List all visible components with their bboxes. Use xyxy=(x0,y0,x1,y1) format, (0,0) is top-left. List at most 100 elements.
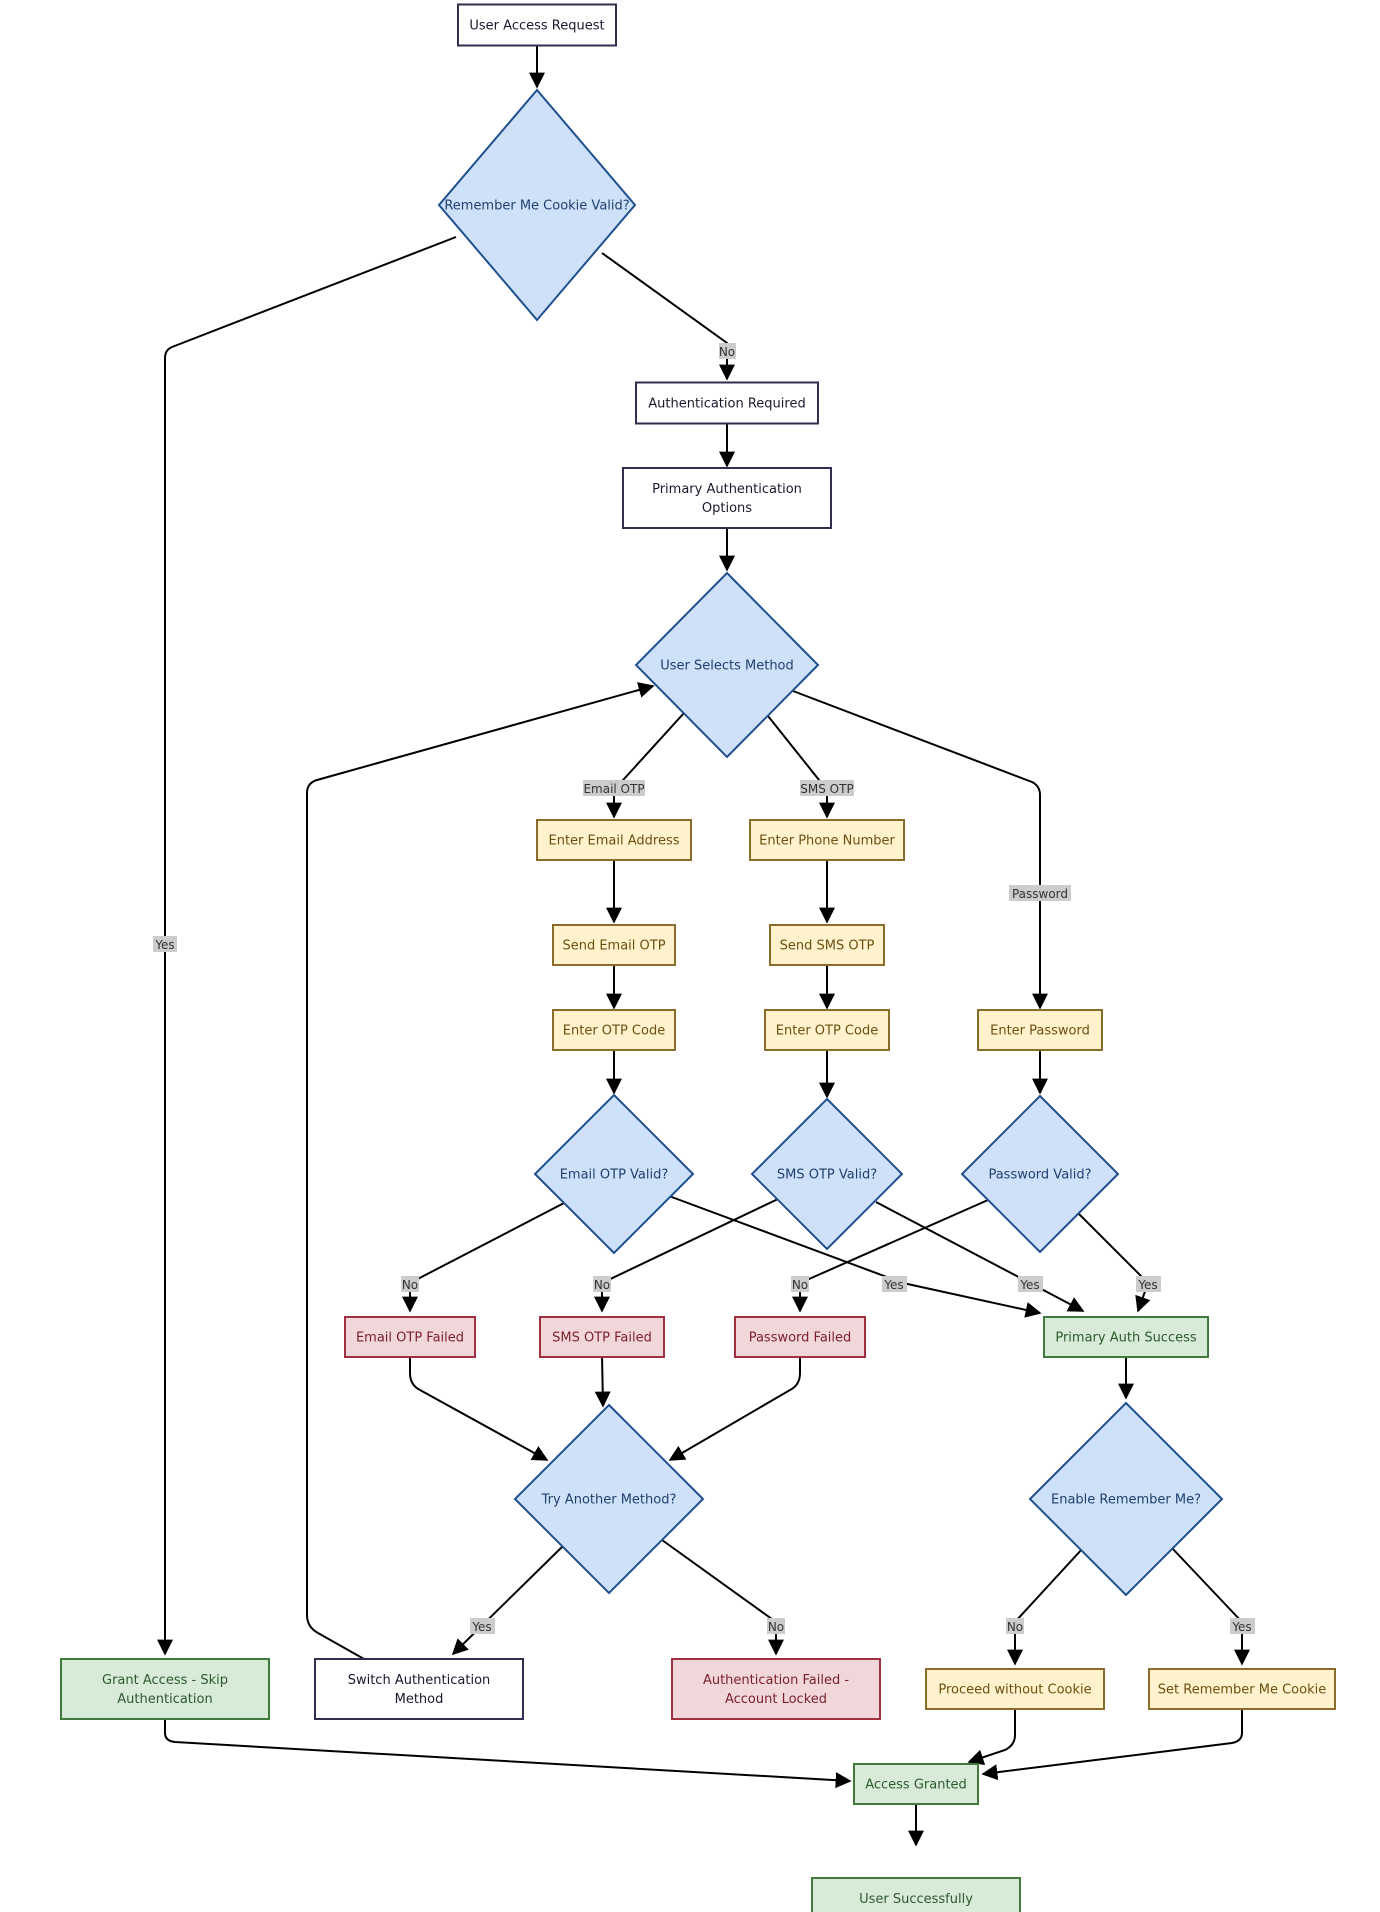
node-primary-success: Primary Auth Success xyxy=(1043,1316,1209,1358)
node-label: Enter OTP Code xyxy=(563,1024,665,1039)
node-label: Account Locked xyxy=(725,1692,827,1707)
edge-pw-failed-to-try xyxy=(668,1355,801,1461)
edge-switch-to-select xyxy=(306,682,655,1660)
edge-set-cookie-to-access xyxy=(981,1707,1243,1781)
node-label: SMS OTP Failed xyxy=(552,1331,652,1346)
node-label: Options xyxy=(702,501,752,516)
node-label: Remember Me Cookie Valid? xyxy=(444,199,629,214)
node-auth-failed: Authentication Failed - Account Locked xyxy=(671,1658,881,1720)
node-label: Try Another Method? xyxy=(541,1493,677,1508)
edge-remember-no xyxy=(1007,1547,1084,1666)
edge-label-sms-no: No xyxy=(593,1276,611,1292)
node-shape xyxy=(314,1658,524,1720)
node-label: Enable Remember Me? xyxy=(1051,1493,1201,1508)
node-select-method: User Selects Method xyxy=(634,571,820,759)
node-label: Authentication Failed - xyxy=(703,1673,849,1688)
node-label: Enter Email Address xyxy=(549,834,680,849)
node-label: Access Granted xyxy=(865,1778,967,1793)
edge-select-to-phone xyxy=(767,715,835,819)
node-sms-otp-valid: SMS OTP Valid? xyxy=(750,1097,904,1251)
node-enter-password: Enter Password xyxy=(977,1009,1103,1051)
svg-text:SMS OTP: SMS OTP xyxy=(800,782,853,796)
node-shape xyxy=(977,1009,1103,1051)
node-label: Proceed without Cookie xyxy=(938,1683,1091,1698)
edge-select-to-email xyxy=(606,712,685,819)
node-label: Enter Password xyxy=(990,1024,1090,1039)
node-shape xyxy=(536,819,692,861)
edge-label-cookie-no: No xyxy=(719,343,736,359)
node-shape xyxy=(769,924,885,966)
svg-text:Yes: Yes xyxy=(154,938,174,952)
node-shape xyxy=(634,571,820,759)
node-label: Grant Access - Skip xyxy=(102,1673,228,1688)
node-shape xyxy=(750,1097,904,1251)
node-enable-remember: Enable Remember Me? xyxy=(1028,1401,1224,1597)
node-shape xyxy=(853,1763,979,1805)
node-shape xyxy=(457,3,617,47)
edge-label-remember-yes: Yes xyxy=(1230,1618,1255,1634)
edge-grant-to-access xyxy=(164,1717,852,1789)
node-shape xyxy=(749,819,905,861)
edge-cookie-to-grant-skip xyxy=(157,236,457,1656)
node-label: Email OTP Valid? xyxy=(560,1168,669,1183)
node-proceed-no-cookie: Proceed without Cookie xyxy=(925,1668,1105,1710)
node-shape xyxy=(1043,1316,1209,1358)
node-shape xyxy=(925,1668,1105,1710)
svg-text:Yes: Yes xyxy=(471,1620,491,1634)
edge-label-password: Password xyxy=(1009,885,1071,901)
node-label: Send Email OTP xyxy=(562,939,665,954)
edge-label-pw-no: No xyxy=(791,1276,809,1292)
edge-label-email-otp: Email OTP xyxy=(583,780,645,796)
edge-label-email-no: No xyxy=(401,1276,419,1292)
node-cookie-valid: Remember Me Cookie Valid? xyxy=(437,88,637,322)
node-label: User Access Request xyxy=(469,19,604,34)
edge-email-valid-no xyxy=(402,1202,565,1313)
edge-proceed-to-access xyxy=(967,1707,1016,1766)
node-shape xyxy=(539,1316,665,1358)
svg-text:Email OTP: Email OTP xyxy=(583,782,644,796)
node-label: Enter OTP Code xyxy=(776,1024,878,1039)
node-enter-otp-email: Enter OTP Code xyxy=(552,1009,676,1051)
node-enter-phone: Enter Phone Number xyxy=(749,819,905,861)
edge-select-to-password xyxy=(792,690,1048,1010)
edge-label-try-yes: Yes xyxy=(470,1618,495,1634)
svg-text:Yes: Yes xyxy=(1137,1278,1157,1292)
node-label: Authentication Required xyxy=(648,397,805,412)
node-shape xyxy=(1148,1668,1336,1710)
node-email-otp-valid: Email OTP Valid? xyxy=(533,1093,695,1255)
node-label: Set Remember Me Cookie xyxy=(1158,1683,1326,1698)
node-email-otp-failed: Email OTP Failed xyxy=(344,1316,476,1358)
node-label: Password Valid? xyxy=(988,1168,1091,1183)
svg-text:No: No xyxy=(792,1278,808,1292)
node-set-cookie: Set Remember Me Cookie xyxy=(1148,1668,1336,1710)
node-send-email-otp: Send Email OTP xyxy=(552,924,676,966)
node-shape xyxy=(734,1316,866,1358)
node-label: Enter Phone Number xyxy=(759,834,895,849)
edge-cookie-to-auth-required xyxy=(601,252,735,381)
edge-label-remember-no: No xyxy=(1006,1618,1024,1634)
node-label: Primary Auth Success xyxy=(1055,1331,1197,1346)
edges xyxy=(157,46,1250,1847)
edge-label-email-yes: Yes xyxy=(882,1276,907,1292)
node-label: Switch Authentication xyxy=(348,1673,491,1688)
edge-label-try-no: No xyxy=(767,1618,785,1634)
node-auth-required: Authentication Required xyxy=(635,381,819,425)
node-label: User Successfully xyxy=(859,1892,973,1907)
svg-text:Yes: Yes xyxy=(1231,1620,1251,1634)
node-shape xyxy=(437,88,637,322)
edge-try-no xyxy=(661,1539,784,1656)
node-shape xyxy=(622,467,832,529)
node-shape xyxy=(960,1094,1120,1254)
edge-labels: No Yes Email OTP SMS OTP Password No Yes… xyxy=(153,343,1255,1634)
node-shape xyxy=(344,1316,476,1358)
edge-label-sms-yes: Yes xyxy=(1018,1276,1043,1292)
node-label: Send SMS OTP xyxy=(780,939,875,954)
node-label: Authentication xyxy=(117,1692,212,1707)
node-shape xyxy=(635,381,819,425)
svg-text:No: No xyxy=(719,345,735,359)
node-label: Email OTP Failed xyxy=(356,1331,464,1346)
